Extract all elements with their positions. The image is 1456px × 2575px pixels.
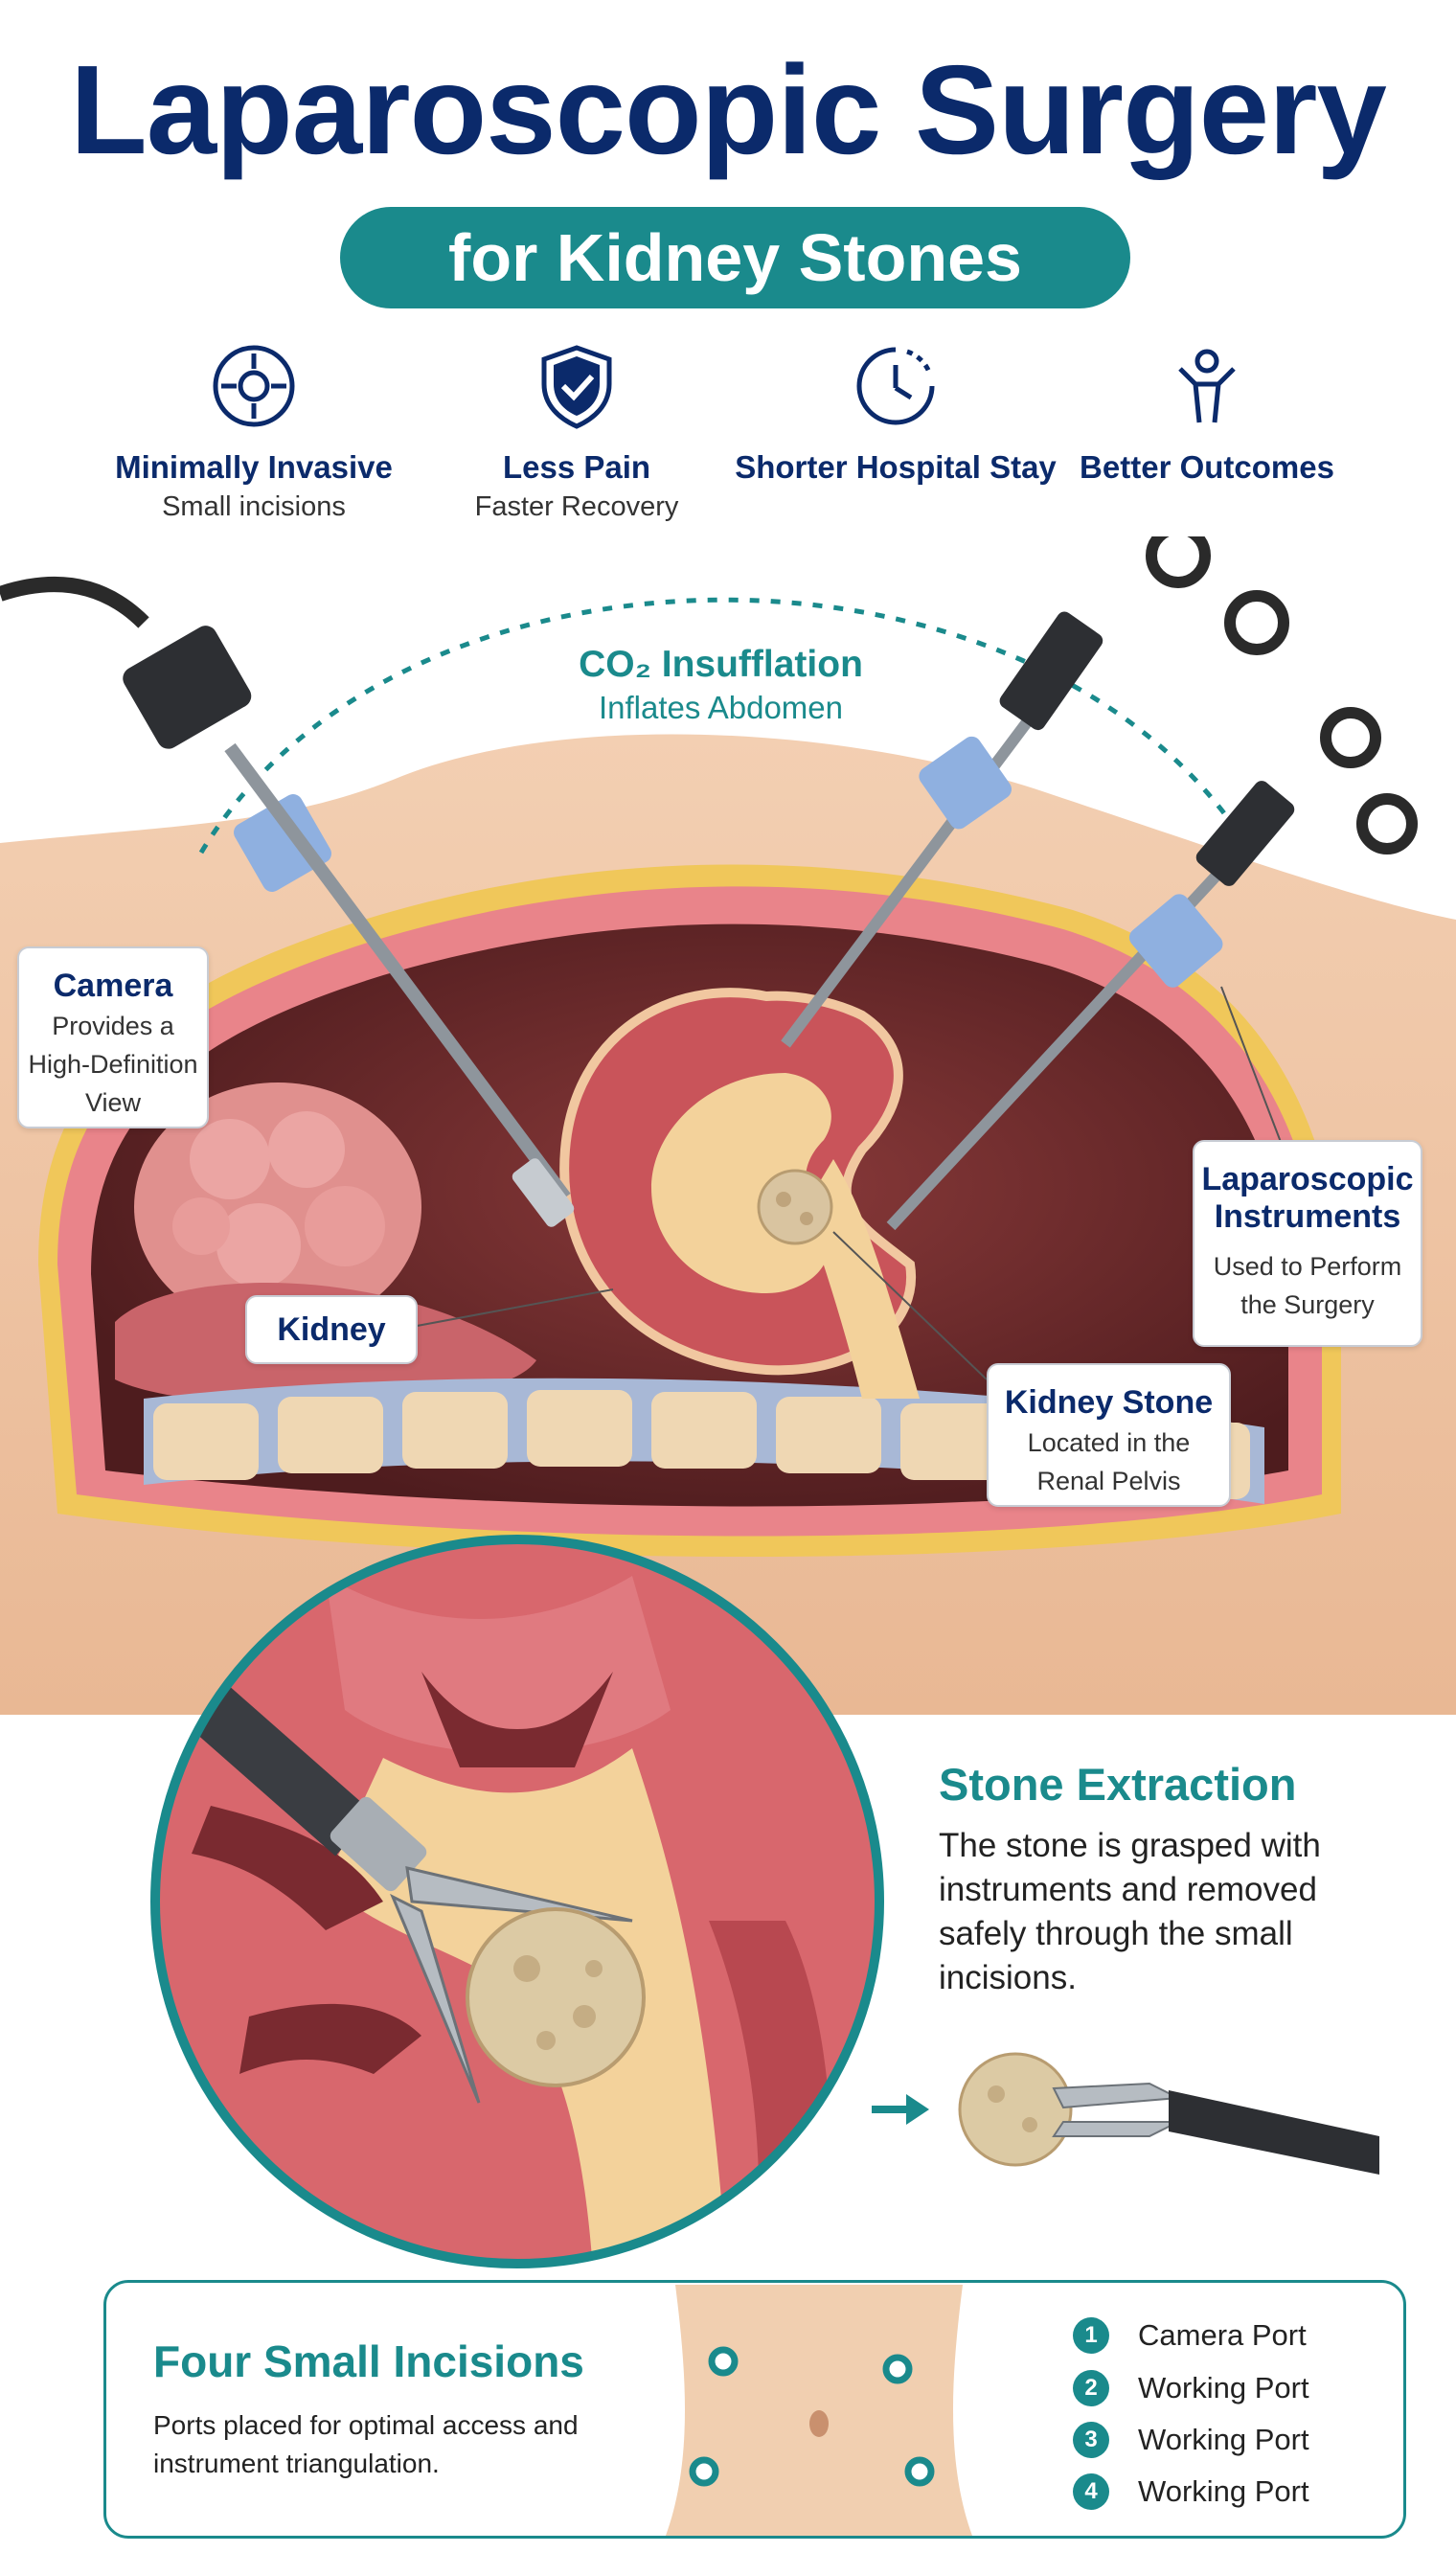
co2-insufflation-arc [198,597,1248,855]
co2-title: CO₂ Insufflation [579,644,863,685]
port-label: Working Port [1138,2474,1309,2508]
camera-scope [0,577,575,1227]
port-number-badge: 2 [1073,2370,1109,2406]
benefit-minimally-invasive: Minimally Invasive Small incisions [72,340,436,523]
port-list-item: 3 Working Port [1073,2416,1309,2464]
port-label: Camera Port [1138,2318,1307,2352]
instruments-callout: Laparoscopic Instruments Used to Perform… [1193,1140,1422,1347]
port-number-badge: 4 [1073,2473,1109,2510]
incisions-text: Ports placed for optimal access and inst… [153,2410,579,2478]
port-marker [904,2456,935,2487]
stone-extraction-closeup [150,1535,884,2268]
abdomen-ports-diagram [666,2285,972,2536]
port-marker [882,2354,913,2384]
camera-callout: Camera Provides a High-Definition View [17,946,209,1128]
working-instrument-1 [781,536,1289,1048]
benefit-shorter-stay: Shorter Hospital Stay [714,340,1078,486]
kidney [559,988,920,1399]
camera-callout-line: High-Definition [28,1050,198,1079]
stone-extraction-section: Stone Extraction The stone is grasped wi… [939,1758,1399,2000]
kidney-stone-callout-title: Kidney Stone [1004,1384,1214,1421]
benefit-title: Less Pain [502,449,651,485]
benefit-subtitle: Faster Recovery [474,491,679,522]
kidney-callout: Kidney [245,1295,418,1364]
port-list-item: 2 Working Port [1073,2364,1309,2412]
port-number-badge: 1 [1073,2317,1109,2354]
instruments-callout-line: the Surgery [1240,1290,1375,1319]
navel [809,2410,829,2437]
co2-insufflation-label: CO₂ Insufflation Inflates Abdomen [536,644,905,726]
benefit-title: Better Outcomes [1080,449,1334,485]
co2-subtitle: Inflates Abdomen [598,690,843,725]
benefit-title: Shorter Hospital Stay [735,449,1057,485]
working-instrument-2 [886,707,1418,1231]
benefit-less-pain: Less Pain Faster Recovery [395,340,759,523]
instruments-callout-line: Used to Perform [1213,1252,1402,1281]
camera-callout-title: Camera [53,968,173,1004]
port-label: Working Port [1138,2423,1309,2456]
person-raised-arms-icon [1178,349,1236,423]
port-list-item: 1 Camera Port [1073,2312,1307,2359]
incisions-title: Four Small Incisions [153,2336,584,2386]
kidney-stone-callout-line: Renal Pelvis [1036,1467,1181,1495]
port-list-item: 4 Working Port [1073,2468,1309,2516]
kidney-stone [466,1907,646,2087]
kidney-stone-callout: Kidney Stone Located in the Renal Pelvis [987,1363,1231,1507]
page-title: Laparoscopic Surgery [70,39,1387,180]
port-label: Working Port [1138,2371,1309,2404]
benefit-better-outcomes: Better Outcomes [1025,340,1389,486]
benefit-title: Minimally Invasive [115,449,393,485]
clock-icon [856,347,935,425]
subtitle-banner: for Kidney Stones [340,207,1130,308]
arrow-right-icon [872,2094,929,2125]
benefit-subtitle: Small incisions [162,491,346,522]
camera-callout-line: View [84,1088,142,1117]
stone-extraction-title: Stone Extraction [939,1759,1297,1810]
kidney-callout-title: Kidney [277,1310,386,1348]
camera-callout-line: Provides a [52,1012,174,1040]
crosshair-icon [213,345,295,427]
instruments-callout-title: Laparoscopic Instruments [1201,1161,1414,1235]
port-marker [708,2346,739,2377]
shield-check-icon [541,345,612,429]
port-number-badge: 3 [1073,2422,1109,2458]
extracted-stone-illustration [872,2052,1379,2175]
stone-extraction-text: The stone is grasped with instruments an… [939,1827,1321,1996]
port-marker [689,2456,719,2487]
kidney-stone-callout-line: Located in the [1027,1428,1191,1457]
